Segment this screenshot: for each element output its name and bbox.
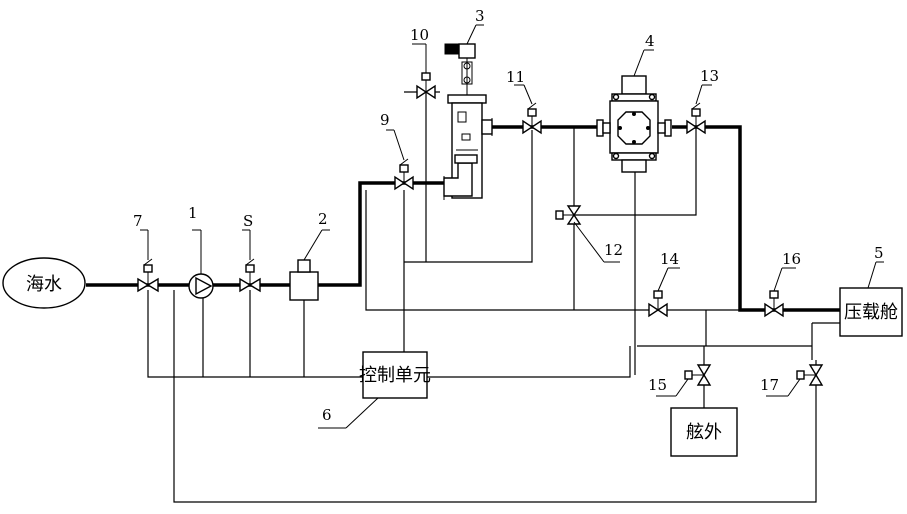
component-2-label: 2 (318, 210, 328, 228)
valve-15: 15 (648, 364, 712, 397)
valve-7: 7 (133, 212, 159, 293)
filter-3: 3 (426, 7, 493, 200)
valve-16-label: 16 (782, 250, 801, 268)
ballast-tank: 压载舱 5 (839, 244, 903, 337)
valve-10-label: 10 (410, 26, 429, 44)
pump-1-label: 1 (188, 204, 198, 222)
seawater-label: 海水 (26, 274, 62, 295)
overboard-label: 舷外 (686, 422, 722, 443)
valve-13-label: 13 (700, 67, 719, 85)
control-unit-label: 控制单元 (359, 365, 431, 386)
valve-8-label: S (243, 212, 253, 230)
reactor-4-label: 4 (645, 32, 655, 50)
filter-3-label: 3 (475, 7, 485, 25)
overboard-outlet: 舷外 (670, 407, 738, 457)
valve-11: 11 (506, 68, 542, 135)
valve-10: 10 (410, 26, 436, 100)
reactor-4: 4 (596, 32, 672, 173)
valve-16: 16 (764, 250, 801, 318)
component-2: 2 (289, 210, 330, 301)
valve-12: 12 (555, 205, 623, 263)
ballast-tank-label: 压载舱 (844, 302, 898, 323)
valve-17: 17 (760, 364, 824, 397)
valve-12-label: 12 (604, 241, 623, 259)
ballast-tank-number: 5 (874, 244, 884, 262)
valve-14: 14 (648, 250, 680, 318)
valve-17-label: 17 (760, 376, 779, 394)
valve-14-label: 14 (660, 250, 679, 268)
valve-15-label: 15 (648, 376, 667, 394)
valve-11-label: 11 (506, 68, 525, 86)
valve-9-label: 9 (380, 111, 390, 129)
valve-8: S (239, 212, 261, 293)
valve-9: 9 (380, 111, 414, 191)
control-unit-number: 6 (322, 406, 332, 424)
valve-7-label: 7 (133, 212, 143, 230)
seawater-source: 海水 (2, 257, 86, 309)
pump-1: 1 (188, 204, 214, 299)
control-unit: 控制单元 6 (318, 351, 431, 429)
valve-13: 13 (686, 67, 719, 135)
